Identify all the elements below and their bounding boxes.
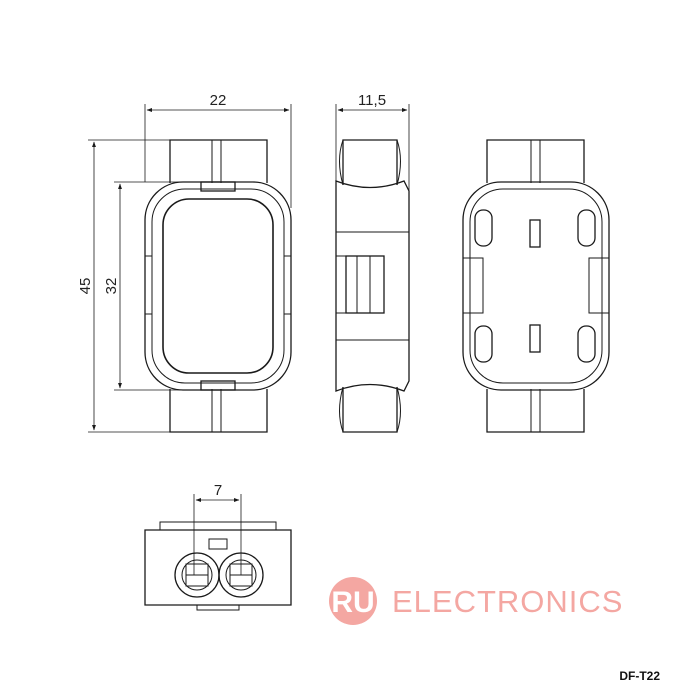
dim-width-front: 22 bbox=[210, 92, 227, 109]
front-dimensions bbox=[88, 104, 292, 433]
dim-pitch-bottom: 7 bbox=[214, 482, 222, 499]
watermark-badge: RU bbox=[331, 586, 374, 619]
part-code: DF-T22 bbox=[619, 669, 660, 683]
dim-height-body: 32 bbox=[103, 278, 120, 295]
dim-width-side: 11,5 bbox=[358, 92, 386, 109]
watermark-text: ELECTRONICS bbox=[392, 584, 623, 619]
watermark-badge-circle bbox=[329, 577, 377, 625]
watermark-logo: RU ELECTRONICS bbox=[329, 577, 623, 625]
dim-height-total: 45 bbox=[77, 278, 94, 295]
bottom-view bbox=[144, 521, 292, 611]
back-view bbox=[462, 139, 610, 433]
side-view bbox=[335, 139, 410, 433]
front-view bbox=[144, 139, 292, 433]
bottom-dimensions bbox=[193, 494, 242, 575]
side-dimensions bbox=[335, 104, 410, 191]
